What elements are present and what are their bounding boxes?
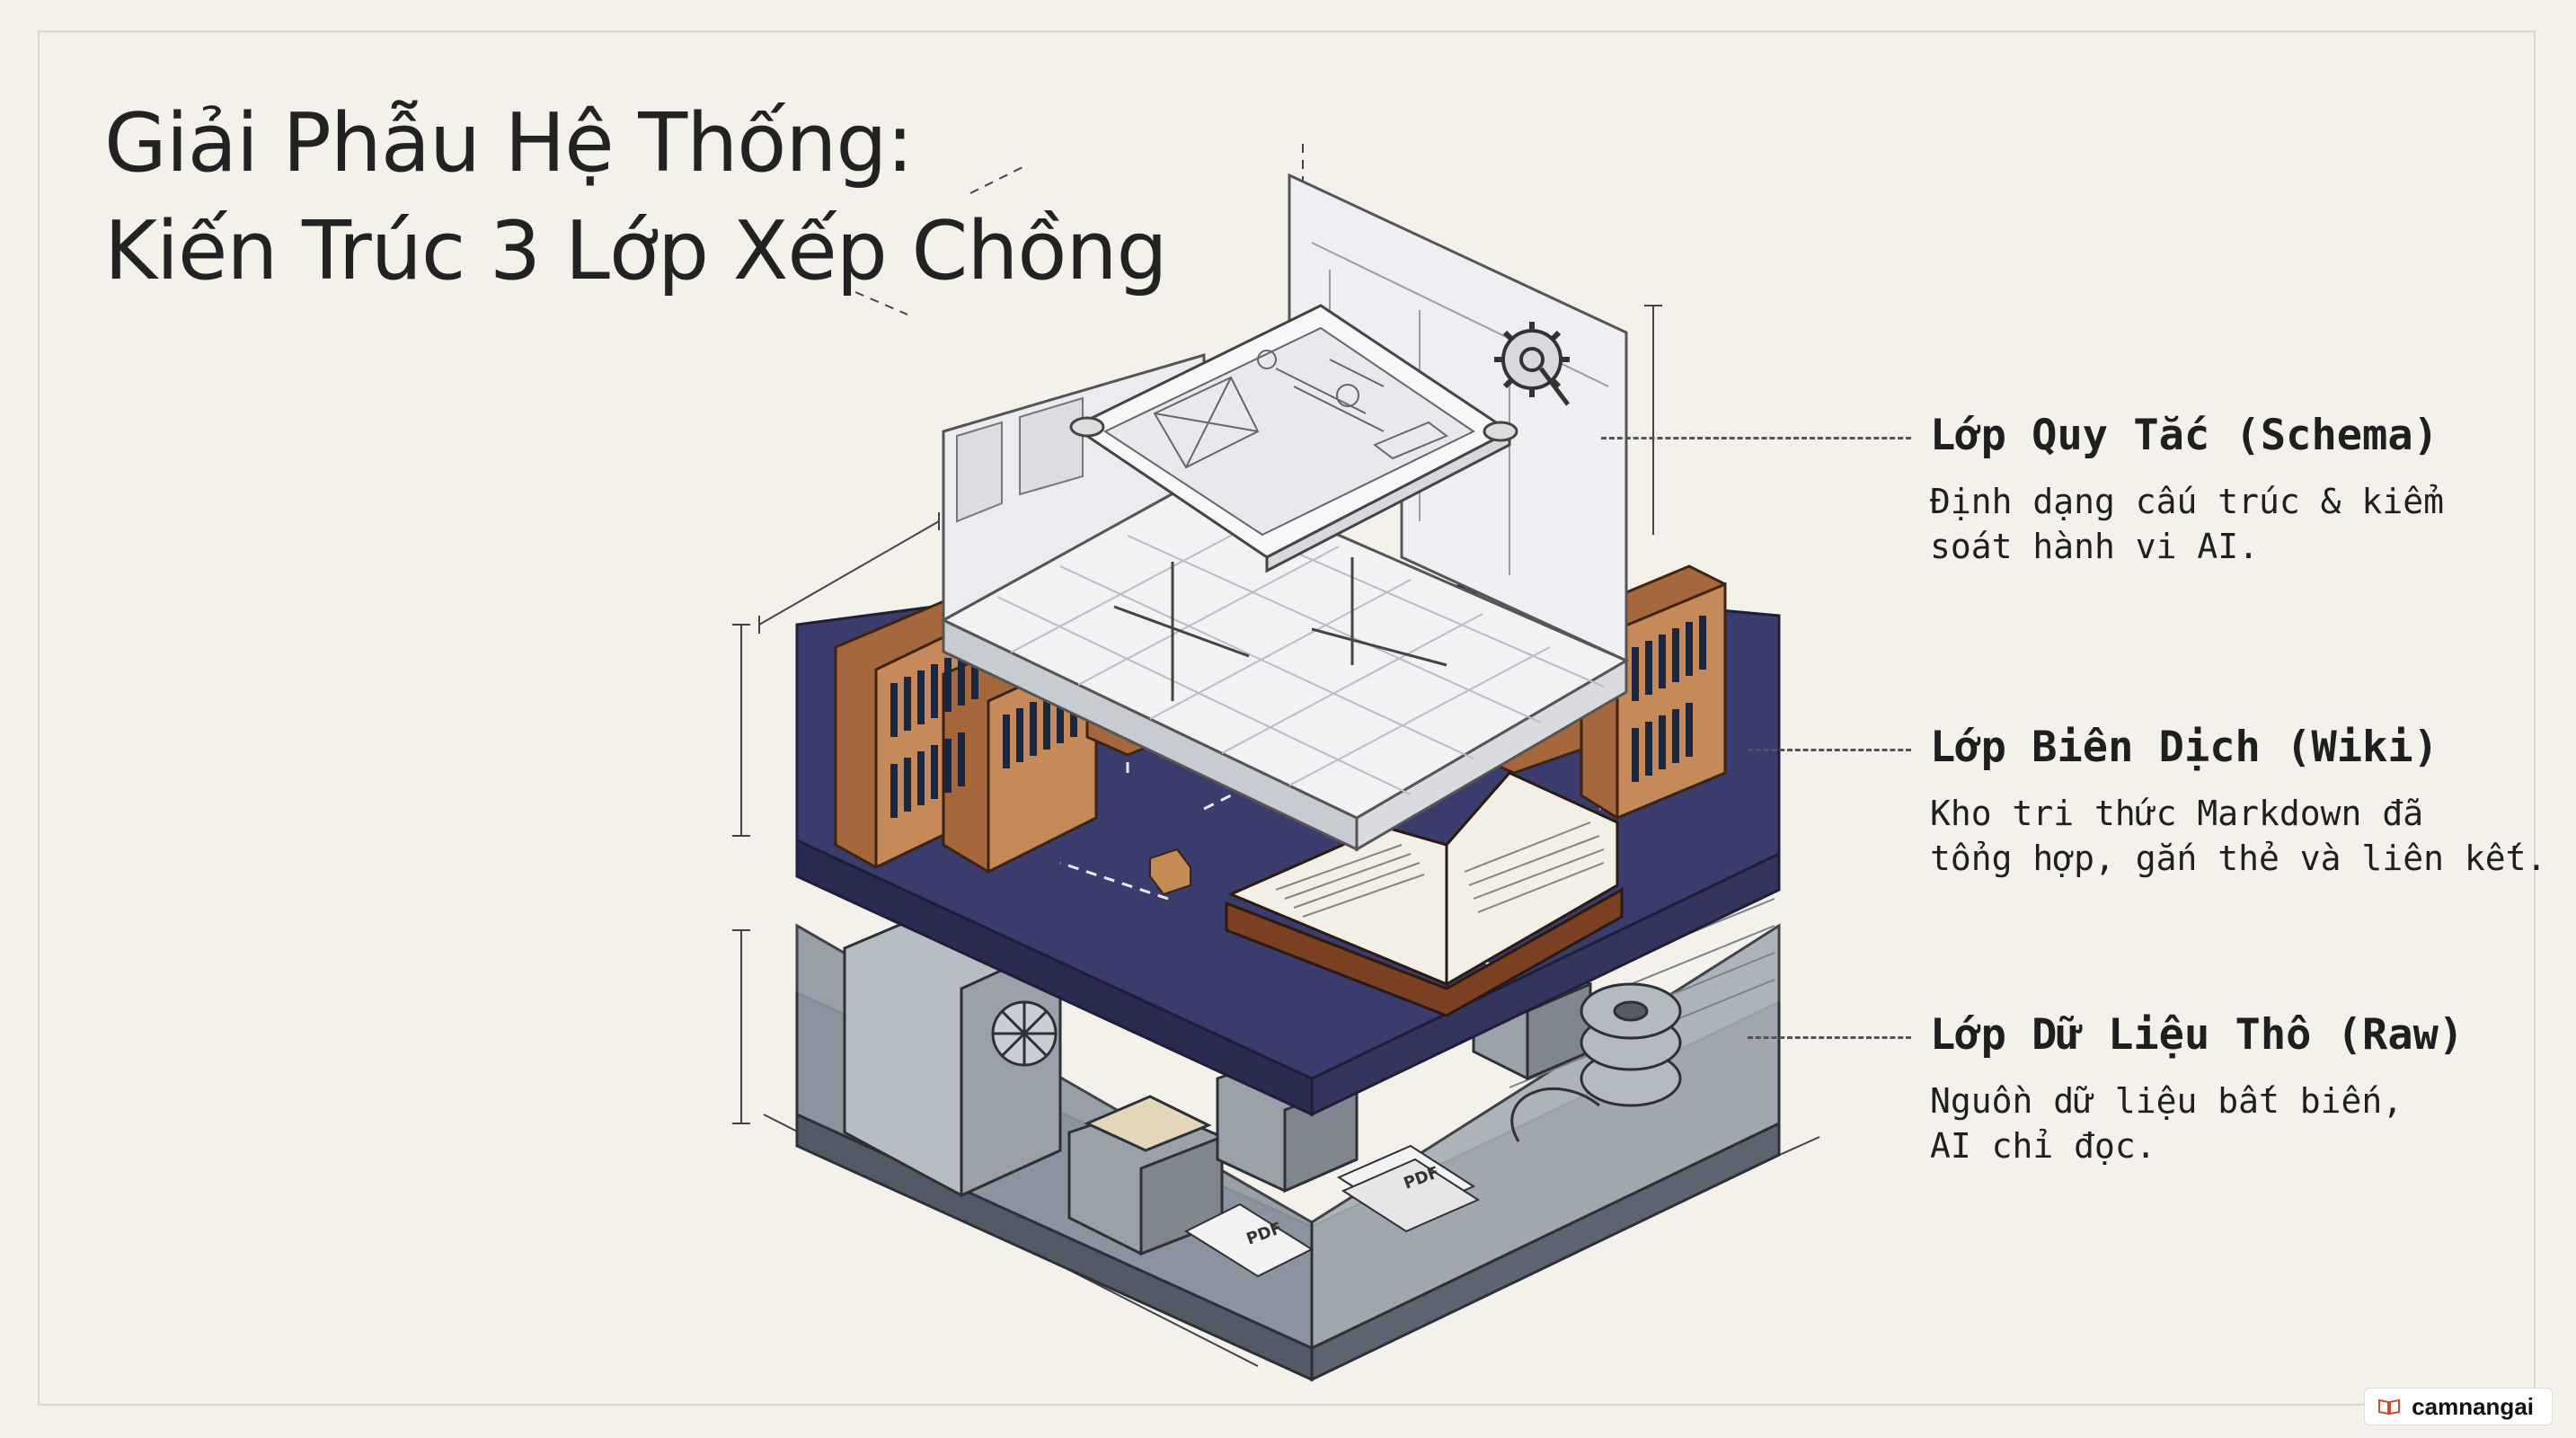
layer-description: Kho tri thức Markdown đã tổng hợp, gắn t… — [1930, 791, 2546, 881]
drafting-table — [1069, 304, 1518, 701]
open-book-logo-icon — [2378, 1398, 2401, 1416]
layer-description-line: Định dạng cấu trúc & kiểm — [1930, 482, 2444, 521]
layer-label-raw: Lớp Dữ Liệu Thô (Raw) Nguồn dữ liệu bất … — [1930, 1008, 2464, 1168]
layer-label-schema: Lớp Quy Tắc (Schema) Định dạng cấu trúc … — [1930, 409, 2444, 569]
three-layer-illustration: PDF PDF — [732, 144, 1820, 1382]
layer-label-wiki: Lớp Biên Dịch (Wiki) Kho tri thức Markdo… — [1930, 721, 2546, 881]
layer-description: Nguồn dữ liệu bất biến, AI chỉ đọc. — [1930, 1078, 2464, 1168]
gear-icon — [1494, 322, 1570, 406]
leader-line-raw — [1748, 1036, 1911, 1039]
layer-title: Lớp Quy Tắc (Schema) — [1930, 411, 2439, 460]
layer-description-line: soát hành vi AI. — [1930, 527, 2260, 566]
layer-description-line: tổng hợp, gắn thẻ và liên kết. — [1930, 839, 2547, 878]
brand-badge: camnangai — [2364, 1388, 2553, 1425]
folder-icon — [1149, 848, 1191, 896]
layer-description-line: AI chỉ đọc. — [1930, 1126, 2156, 1166]
film-reels-icon — [1510, 982, 1682, 1142]
leader-line-wiki — [1748, 749, 1911, 751]
leader-line-schema — [1601, 437, 1911, 439]
layer-description: Định dạng cấu trúc & kiểm soát hành vi A… — [1930, 479, 2444, 569]
layer-description-line: Kho tri thức Markdown đã — [1930, 794, 2424, 833]
layer-description-line: Nguồn dữ liệu bất biến, — [1930, 1081, 2403, 1121]
schema-layer — [940, 173, 1630, 852]
title-line-2: Kiến Trúc 3 Lớp Xếp Chồng — [104, 204, 1168, 298]
layer-title: Lớp Biên Dịch (Wiki) — [1930, 723, 2439, 772]
slide-frame — [38, 31, 2536, 1406]
title-line-1: Giải Phẫu Hệ Thống: — [104, 96, 914, 191]
page-title: Giải Phẫu Hệ Thống: Kiến Trúc 3 Lớp Xếp … — [104, 90, 1168, 306]
layer-title: Lớp Dữ Liệu Thô (Raw) — [1930, 1010, 2465, 1060]
open-book-icon — [1225, 771, 1624, 1017]
brand-name: camnangai — [2412, 1392, 2534, 1420]
book-spines — [890, 616, 1706, 818]
pdf-documents — [1183, 1144, 1481, 1278]
